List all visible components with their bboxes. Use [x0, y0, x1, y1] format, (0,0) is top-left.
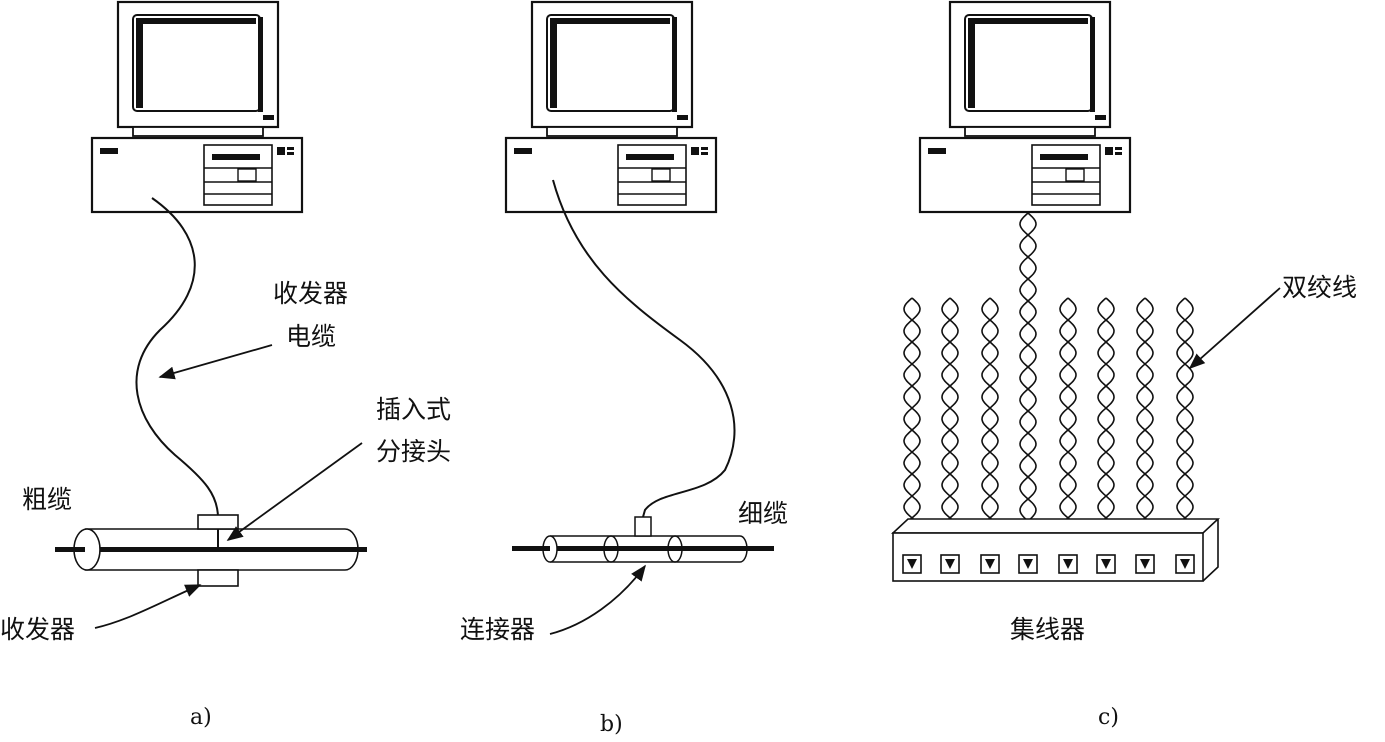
panel-b-thin-ethernet — [512, 179, 774, 635]
panel-a-thick-ethernet — [55, 197, 367, 629]
caption-b: b) — [600, 712, 623, 737]
computer-case-icon — [918, 136, 1132, 214]
transceiver-box — [197, 569, 239, 587]
thin-cable-drop — [552, 179, 736, 518]
computer-3 — [918, 0, 1132, 214]
label-transceiver: 收发器 — [0, 615, 76, 644]
hub-port-5 — [1058, 554, 1078, 574]
computer-monitor-icon — [116, 0, 280, 137]
computer-case-icon — [504, 136, 718, 214]
hub-box — [890, 518, 1221, 582]
thin-cable — [512, 535, 774, 563]
caption-c: c) — [1098, 705, 1119, 730]
label-transceiver-cable-line2: 电缆 — [286, 322, 337, 351]
label-thin-cable: 细缆 — [738, 499, 789, 528]
label-tap-line1: 插入式 — [376, 395, 452, 424]
computer-monitor-icon — [948, 0, 1112, 137]
label-connector: 连接器 — [460, 615, 536, 644]
t-connector — [634, 516, 652, 537]
computer-1 — [90, 0, 304, 214]
label-transceiver-cable-line1: 收发器 — [273, 279, 349, 308]
vampire-tap — [197, 514, 239, 549]
label-tap-line2: 分接头 — [376, 437, 452, 466]
hub-port-8 — [1175, 554, 1195, 574]
label-hub: 集线器 — [1010, 615, 1086, 644]
hub-port-7 — [1135, 554, 1155, 574]
hub-port-6 — [1096, 554, 1116, 574]
computer-monitor-icon — [530, 0, 694, 137]
label-twisted-pair: 双绞线 — [1282, 273, 1358, 302]
panel-c-twisted-pair — [890, 212, 1281, 582]
twisted-pair-4 — [1019, 212, 1037, 566]
computer-2 — [504, 0, 718, 214]
caption-a: a) — [190, 705, 212, 730]
hub-port-1 — [902, 554, 922, 574]
transceiver-cable — [135, 197, 219, 519]
hub-port-3 — [980, 554, 1000, 574]
label-thick-cable: 粗缆 — [22, 485, 73, 514]
thick-cable — [55, 528, 367, 571]
computer-case-icon — [90, 136, 304, 214]
hub-port-4 — [1018, 554, 1038, 574]
hub-port-2 — [940, 554, 960, 574]
